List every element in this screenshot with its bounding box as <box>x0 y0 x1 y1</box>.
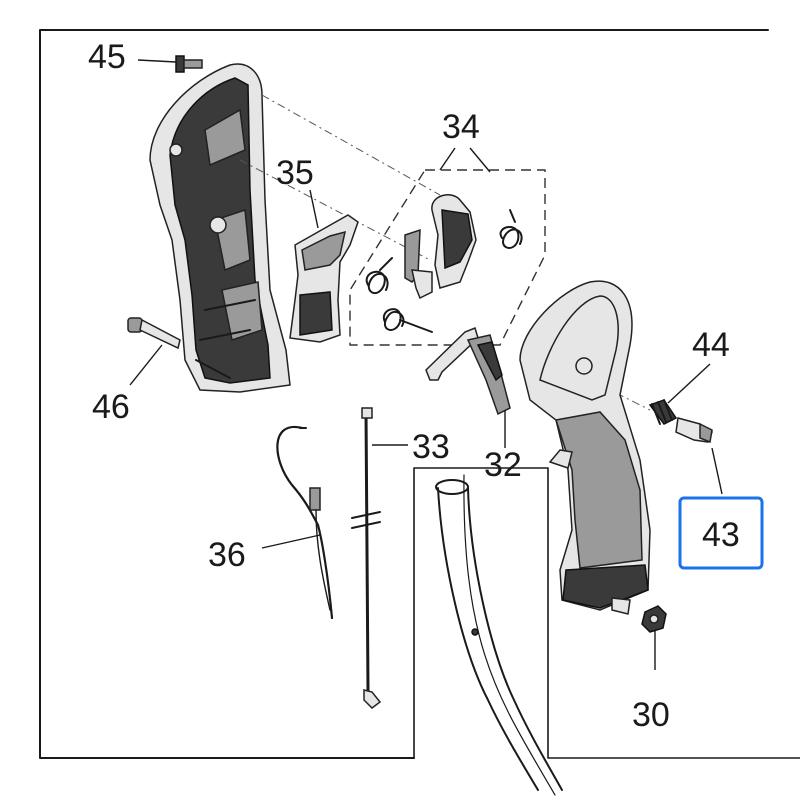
alignment-lines <box>239 94 651 411</box>
spring-icon <box>499 209 523 249</box>
part-30-nut[interactable] <box>641 605 667 633</box>
diagram-frame <box>39 29 800 759</box>
label-46: 46 <box>92 388 130 426</box>
part-44-spring[interactable] <box>648 363 711 425</box>
label-33: 33 <box>412 428 450 466</box>
label-43: 43 <box>702 516 740 554</box>
part-34-spring-assembly[interactable] <box>349 147 546 346</box>
label-34: 34 <box>442 108 480 146</box>
part-43-pin[interactable] <box>675 417 723 495</box>
spring-icon <box>365 257 393 295</box>
part-32-lever[interactable] <box>425 326 511 448</box>
part-35-trigger[interactable] <box>289 189 359 343</box>
label-36: 36 <box>208 536 246 574</box>
label-45: 45 <box>88 38 126 76</box>
spring-icon <box>382 308 433 333</box>
shaft-tube[interactable] <box>435 474 563 796</box>
label-32: 32 <box>484 446 522 484</box>
part-46-bolt[interactable] <box>127 317 181 386</box>
left-handle-half[interactable] <box>149 63 291 393</box>
part-36-wire[interactable] <box>261 425 334 620</box>
label-35: 35 <box>276 154 314 192</box>
highlight-box <box>678 496 764 570</box>
right-handle-half[interactable] <box>519 280 656 670</box>
label-30: 30 <box>632 696 670 734</box>
part-33-cable[interactable] <box>351 407 408 709</box>
label-44: 44 <box>692 326 730 364</box>
part-45-screw[interactable] <box>137 55 203 73</box>
